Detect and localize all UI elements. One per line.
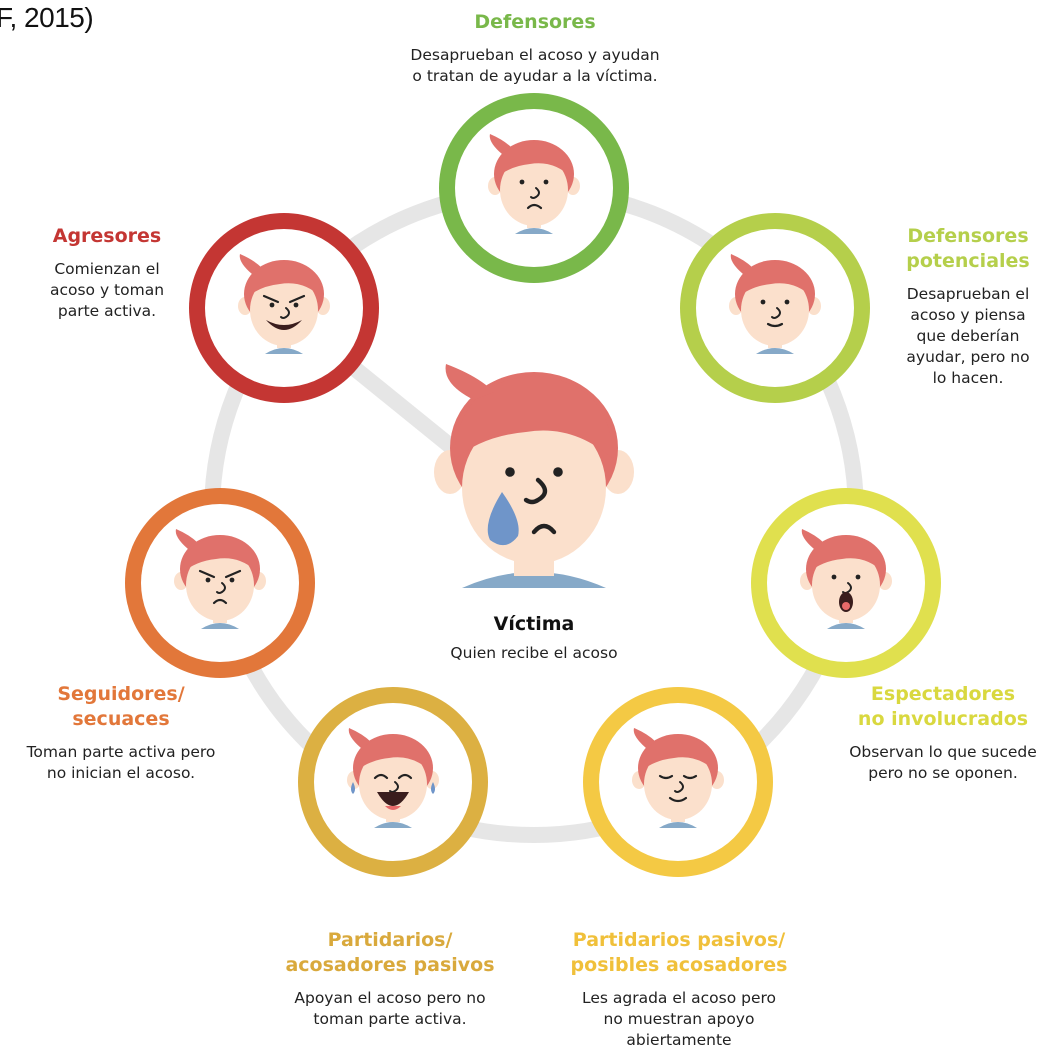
victim-description: Quien recibe el acoso [450, 644, 618, 662]
laughing-face-icon [347, 728, 439, 828]
role-label-defensores-potenciales: Defensores potenciales Desaprueban el ac… [878, 224, 1058, 389]
role-title-defensores: Defensores [474, 11, 596, 33]
victim-label: Víctima Quien recibe el acoso [404, 612, 664, 664]
sad-face-icon [488, 134, 580, 234]
source-citation-fragment: F, 2015) [0, 2, 94, 33]
role-circle-partidarios-pasivos [583, 687, 773, 877]
shocked-face-icon [800, 529, 892, 629]
role-circle-seguidores [125, 488, 315, 678]
role-title-partidarios: Partidarios/ acosadores pasivos [285, 929, 495, 976]
role-title-partidarios-pasivos: Partidarios pasivos/ posibles acosadores [570, 929, 788, 976]
victim-face-icon [434, 364, 634, 588]
role-label-seguidores: Seguidores/ secuaces Toman parte activa … [0, 682, 242, 784]
role-title-espectadores: Espectadores no involucrados [857, 683, 1029, 730]
role-circle-agresores [189, 213, 379, 403]
role-label-espectadores: Espectadores no involucrados Observan lo… [828, 682, 1058, 784]
content-face-icon [632, 728, 724, 828]
role-label-agresores: Agresores Comienzan el acoso y toman par… [24, 224, 190, 322]
role-desc-agresores: Comienzan el acoso y toman parte activa. [49, 260, 165, 320]
victim-title: Víctima [493, 613, 575, 635]
role-desc-defensores-potenciales: Desaprueban el acoso y piensa que deberí… [906, 285, 1030, 387]
worried-face-icon [729, 254, 821, 354]
role-desc-partidarios-pasivos: Les agrada el acoso pero no muestran apo… [581, 989, 777, 1049]
role-desc-espectadores: Observan lo que sucede pero no se oponen… [849, 743, 1037, 782]
role-circle-espectadores [751, 488, 941, 678]
role-desc-partidarios: Apoyan el acoso pero no toman parte acti… [294, 989, 486, 1028]
role-circle-defensores [439, 93, 629, 283]
role-circle-partidarios [298, 687, 488, 877]
role-desc-defensores: Desaprueban el acoso y ayudan o tratan d… [410, 46, 660, 85]
role-desc-seguidores: Toman parte activa pero no inician el ac… [26, 743, 216, 782]
role-label-partidarios: Partidarios/ acosadores pasivos Apoyan e… [265, 928, 515, 1030]
role-label-partidarios-pasivos: Partidarios pasivos/ posibles acosadores… [548, 928, 810, 1051]
role-title-agresores: Agresores [52, 225, 162, 247]
role-title-defensores-potenciales: Defensores potenciales [906, 225, 1030, 272]
angry-face-icon [174, 529, 266, 629]
role-circle-defensores-potenciales [680, 213, 870, 403]
role-title-seguidores: Seguidores/ secuaces [57, 683, 185, 730]
role-label-defensores: Defensores Desaprueban el acoso y ayudan… [360, 10, 710, 87]
evil-face-icon [238, 254, 330, 354]
